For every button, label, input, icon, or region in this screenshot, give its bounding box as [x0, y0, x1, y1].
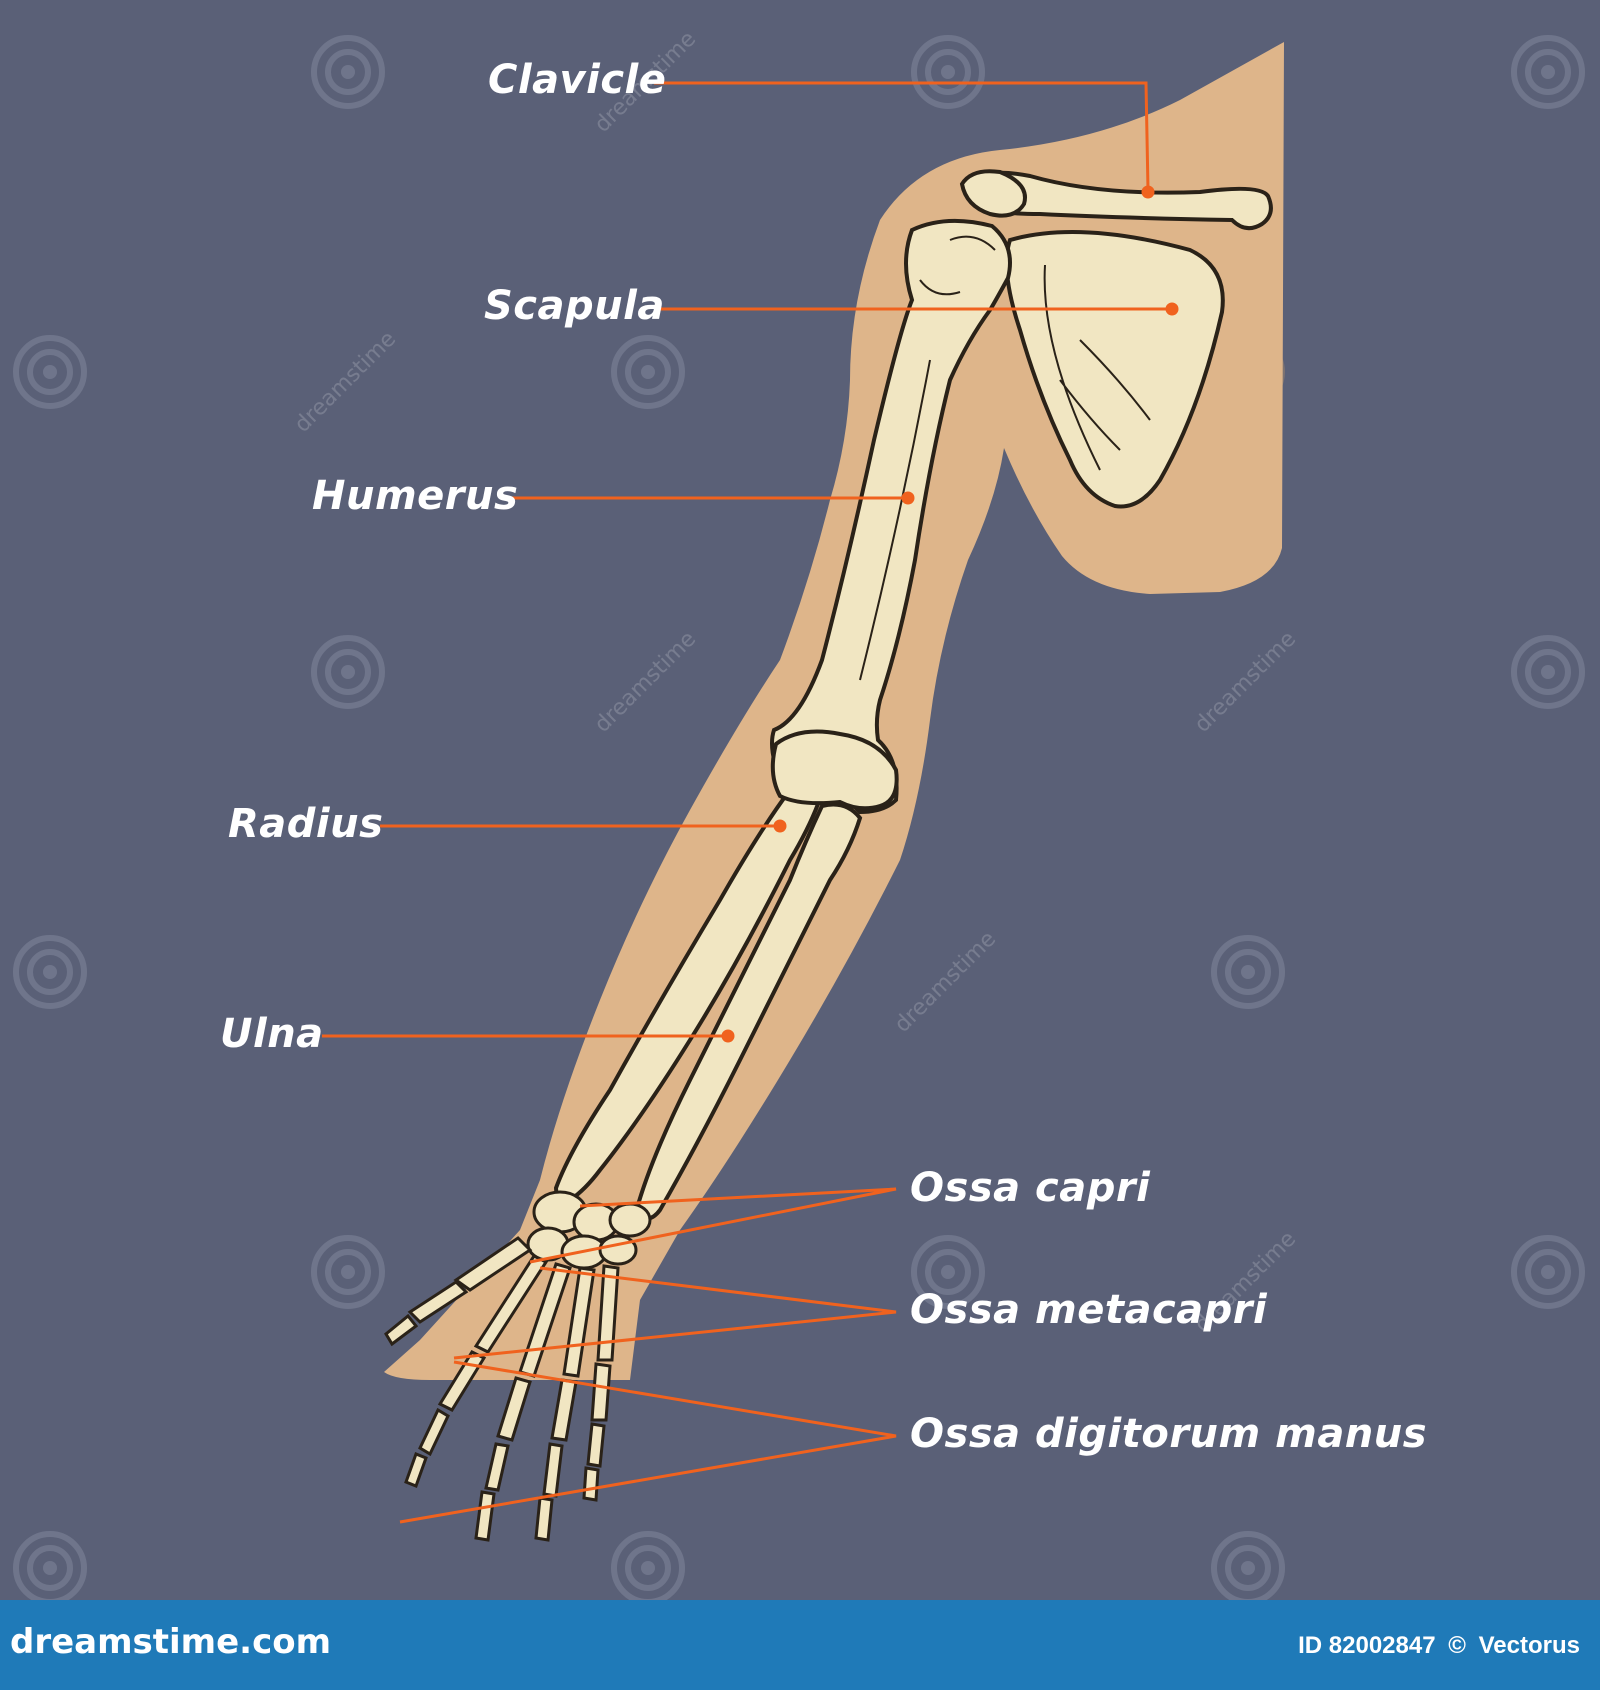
watermark-spiral-icon [13, 1531, 87, 1600]
label-ossa-carpi: Ossa capri [910, 1165, 1151, 1211]
footer-bar: dreamstime.com ID 82002847 © Vectorus [0, 1600, 1600, 1690]
acromion-bone [959, 169, 1027, 218]
carpi-leader [529, 1187, 897, 1264]
watermark-spiral-icon [13, 335, 87, 409]
label-ossa-digitorum-manus: Ossa digitorum manus [910, 1411, 1428, 1457]
hand-bones [384, 1236, 620, 1542]
watermark-spiral-icon [1511, 635, 1585, 709]
arm-skeleton-illustration [13, 35, 1585, 1600]
scapula-ridge [1043, 264, 1151, 471]
label-clavicle: Clavicle [488, 57, 667, 103]
footer-author[interactable]: Vectorus [1478, 1632, 1580, 1659]
scapula-bone [1004, 230, 1225, 509]
watermark-spiral-icon [13, 935, 87, 1009]
humerus-shaft-line [859, 359, 931, 681]
watermark-spiral-icon [911, 1235, 985, 1309]
diagram-canvas: Clavicle Scapula Humerus Radius Ulna Oss… [13, 27, 1585, 1600]
ulna-dot [721, 1029, 735, 1043]
ulna-bone [633, 802, 863, 1221]
watermark-spiral-icon [311, 635, 385, 709]
watermark-spiral-icon [611, 335, 685, 409]
watermark-spiral-icon [311, 1235, 385, 1309]
footer-site-name[interactable]: dreamstime.com [10, 1622, 332, 1662]
radius-dot [773, 819, 787, 833]
carpal-bones [526, 1190, 652, 1270]
clavicle-leader [654, 81, 1150, 191]
label-ulna: Ulna [220, 1011, 324, 1057]
watermark-spiral-icon [1211, 1531, 1285, 1600]
digitorum-leader [399, 1360, 897, 1524]
footer-image-id: ID 82002847 [1298, 1632, 1436, 1659]
watermark-spiral-icon [611, 1531, 685, 1600]
scapula-dot [1165, 302, 1179, 316]
watermark-spiral-icon [911, 35, 985, 109]
footer-credit: ID 82002847 © Vectorus [1292, 1632, 1580, 1660]
label-radius: Radius [228, 801, 384, 847]
elbow-joint [770, 729, 899, 811]
label-humerus: Humerus [312, 473, 519, 519]
metacarpi-leader [453, 1266, 897, 1360]
humerus-dot [901, 491, 915, 505]
radius-bone [553, 787, 821, 1203]
label-ossa-metacarpi: Ossa metacapri [910, 1287, 1268, 1333]
watermark-spiral-icon [1211, 935, 1285, 1009]
humerus-head-line [919, 235, 996, 296]
copyright-icon: © [1448, 1632, 1466, 1659]
watermark-spiral-icon [1511, 35, 1585, 109]
watermark-spiral-icon [311, 35, 385, 109]
leader-lines [322, 81, 1179, 1524]
clavicle-dot [1141, 185, 1155, 199]
watermark-spiral-icon [1511, 1235, 1585, 1309]
label-scapula: Scapula [484, 283, 665, 329]
